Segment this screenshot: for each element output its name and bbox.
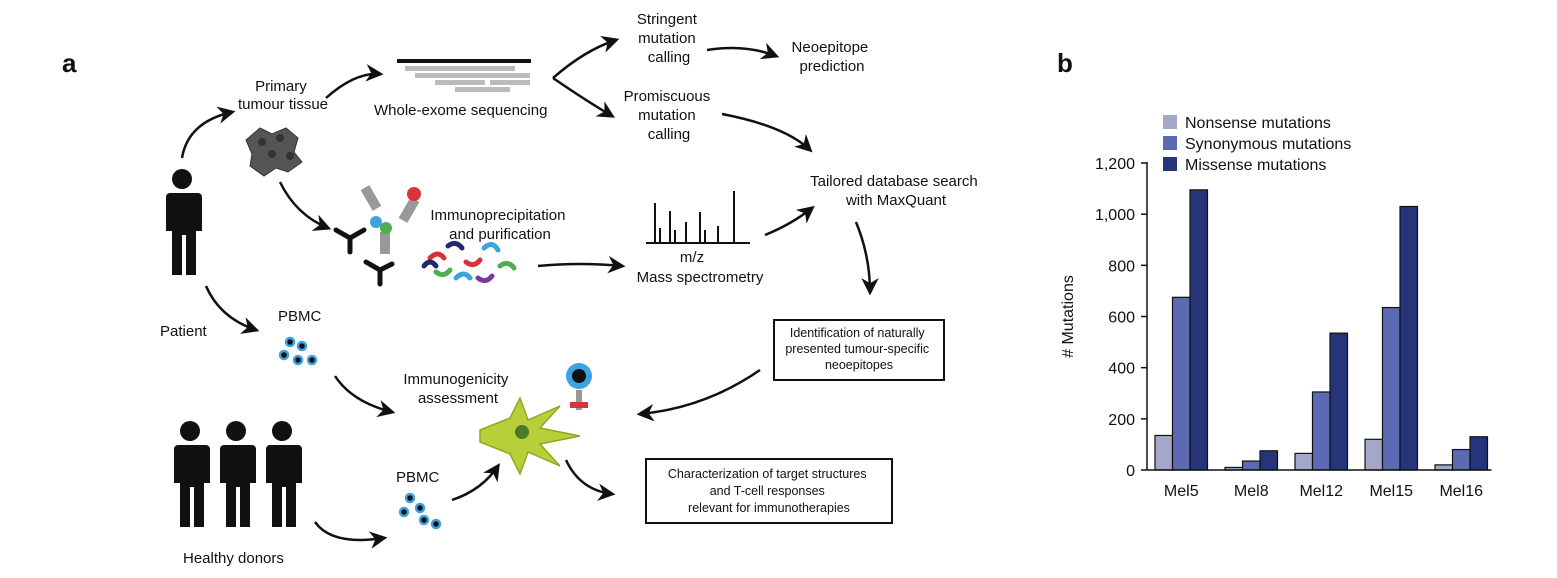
primary-line2: tumour tissue xyxy=(238,96,328,113)
patient-icon xyxy=(166,169,202,275)
label-promiscuous: Promiscuous mutation calling xyxy=(624,88,715,143)
pbmc-donors-cells-icon xyxy=(398,492,442,530)
antibodies-icon xyxy=(333,227,395,287)
bar-mel15-missense xyxy=(1399,205,1419,471)
x-tick-label: Mel8 xyxy=(1234,483,1269,500)
legend-label: Synonymous mutations xyxy=(1185,136,1351,153)
label-neoepitope: Neoepitope prediction xyxy=(792,39,873,75)
legend-swatch xyxy=(1163,115,1177,129)
label-mz: m/z xyxy=(680,249,704,266)
healthy-donors-icon xyxy=(174,421,302,527)
bar-mel12-synonymous xyxy=(1311,391,1331,471)
mhc-molecules-icon xyxy=(360,185,421,254)
characterization-line2: and T-cell responses xyxy=(710,484,825,498)
sequencing-reads-icon xyxy=(397,59,531,92)
panel-a-letter: a xyxy=(62,48,77,78)
promiscuous-line2: mutation xyxy=(638,107,696,124)
label-tailored: Tailored database search with MaxQuant xyxy=(810,173,982,209)
tumour-tissue-icon xyxy=(245,127,303,177)
panel-b-letter: b xyxy=(1057,48,1073,78)
tailored-line2: with MaxQuant xyxy=(845,192,947,209)
tailored-line1: Tailored database search xyxy=(810,173,978,190)
identification-line1: Identification of naturally xyxy=(790,326,926,340)
bar-mel5-synonymous xyxy=(1171,296,1191,471)
legend-swatch xyxy=(1163,136,1177,150)
bar-mel5-missense xyxy=(1189,189,1209,471)
immunogenicity-line1: Immunogenicity xyxy=(403,371,509,388)
y-tick-label: 200 xyxy=(1108,412,1135,429)
neoepitope-line1: Neoepitope xyxy=(792,39,869,56)
identification-line3: neoepitopes xyxy=(825,358,893,372)
flow-arrows xyxy=(180,35,879,549)
primary-line1: Primary xyxy=(255,78,307,95)
x-tick-label: Mel5 xyxy=(1164,483,1199,500)
identification-line2: presented tumour-specific xyxy=(785,342,929,356)
label-pbmc-donors: PBMC xyxy=(396,469,440,486)
x-tick-label: Mel15 xyxy=(1369,483,1413,500)
dendritic-cell-icon xyxy=(479,396,581,476)
characterization-text: Characterization of target structures an… xyxy=(668,467,870,515)
bar-mel8-synonymous xyxy=(1241,460,1261,471)
y-tick-label: 600 xyxy=(1108,310,1135,327)
chart-bars xyxy=(1154,189,1489,471)
promiscuous-line1: Promiscuous xyxy=(624,88,711,105)
label-immunoprecipitation: Immunoprecipitation and purification xyxy=(430,207,569,243)
bar-mel16-synonymous xyxy=(1451,448,1471,471)
x-tick-label: Mel16 xyxy=(1439,483,1483,500)
mass-spectrum-icon xyxy=(646,191,750,244)
panel-a: a Patient Healthy donors Primary tumour … xyxy=(62,11,982,567)
bar-mel8-missense xyxy=(1259,450,1279,471)
legend-swatch xyxy=(1163,157,1177,171)
stringent-line3: calling xyxy=(648,49,691,66)
immunoprecip-line2: and purification xyxy=(449,226,551,243)
label-pbmc-patient: PBMC xyxy=(278,308,322,325)
y-tick-label: 1,200 xyxy=(1095,156,1135,173)
label-mass-spectrometry: Mass spectrometry xyxy=(637,269,764,286)
t-cell-icon xyxy=(566,363,592,410)
y-tick-label: 1,000 xyxy=(1095,207,1135,224)
y-tick-label: 0 xyxy=(1126,463,1135,480)
stringent-line2: mutation xyxy=(638,30,696,47)
promiscuous-line3: calling xyxy=(648,126,691,143)
legend-label: Nonsense mutations xyxy=(1185,115,1331,132)
bar-mel12-missense xyxy=(1329,332,1349,471)
label-primary-tumour: Primary tumour tissue xyxy=(238,78,328,113)
immunoprecip-line1: Immunoprecipitation xyxy=(430,207,565,224)
label-healthy-donors: Healthy donors xyxy=(183,550,284,567)
bar-mel15-synonymous xyxy=(1381,306,1401,471)
label-stringent: Stringent mutation calling xyxy=(637,11,701,66)
characterization-line1: Characterization of target structures xyxy=(668,467,867,481)
y-axis: 0 200 400 600 800 1,000 1,200 xyxy=(1095,156,1148,480)
y-tick-label: 800 xyxy=(1108,258,1135,275)
stringent-line1: Stringent xyxy=(637,11,698,28)
bar-mel12-nonsense xyxy=(1294,452,1314,471)
characterization-line3: relevant for immunotherapies xyxy=(688,501,850,515)
y-axis-label: # Mutations xyxy=(1060,275,1077,358)
bar-mel5-nonsense xyxy=(1154,434,1174,471)
neoepitope-line2: prediction xyxy=(799,58,864,75)
label-patient: Patient xyxy=(160,323,208,340)
identification-text: Identification of naturally presented tu… xyxy=(785,326,932,372)
characterization-box: Characterization of target structures an… xyxy=(645,458,893,524)
x-tick-label: Mel12 xyxy=(1299,483,1343,500)
label-immunogenicity: Immunogenicity assessment xyxy=(403,371,512,407)
bar-mel15-nonsense xyxy=(1364,438,1384,471)
label-wes: Whole-exome sequencing xyxy=(374,102,547,119)
y-tick-label: 400 xyxy=(1108,361,1135,378)
legend-label: Missense mutations xyxy=(1185,157,1326,174)
bar-mel16-missense xyxy=(1469,436,1489,471)
x-axis: Mel5 Mel8 Mel12 Mel15 Mel16 xyxy=(1147,469,1492,500)
pbmc-cells-icon xyxy=(278,336,318,366)
peptides-icon xyxy=(421,240,517,284)
identification-box: Identification of naturally presented tu… xyxy=(773,319,945,381)
immunogenicity-line2: assessment xyxy=(418,390,499,407)
bar-mel16-nonsense xyxy=(1434,464,1454,471)
